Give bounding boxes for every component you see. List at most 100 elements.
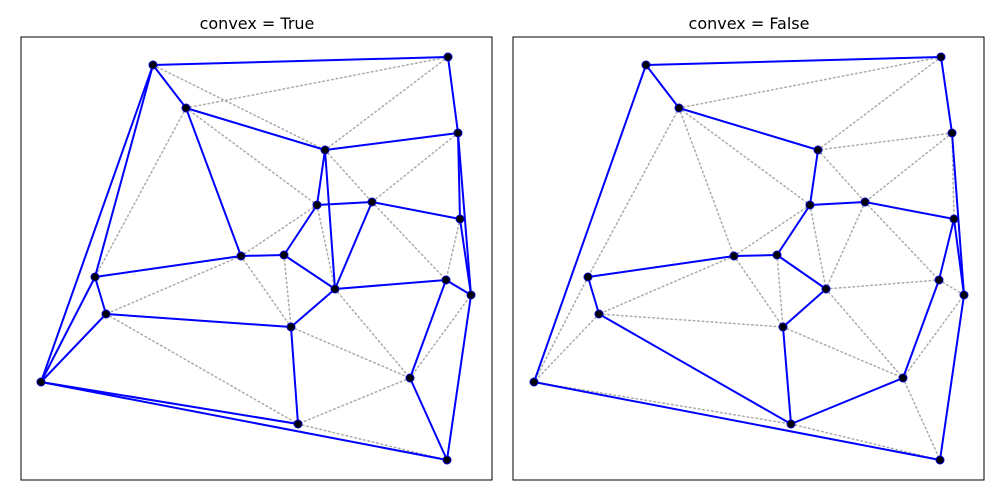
graph-node [367,197,377,207]
solid-edge [809,201,866,206]
solid-edge [94,276,107,315]
dotted-edge [817,56,942,151]
dotted-edge [371,132,459,203]
dotted-edge [445,218,461,281]
solid-edge [185,107,326,151]
solid-edge [290,326,299,425]
dotted-edge [790,423,941,461]
dotted-edge [587,107,680,278]
dotted-edge [290,326,411,379]
graph-node [441,275,451,285]
dotted-edge [864,201,940,281]
graph-node [148,60,158,70]
graph-node [236,251,246,261]
axes-frame [20,36,493,481]
dotted-edge [152,64,326,151]
graph-node [405,373,415,383]
solid-edge [782,326,792,425]
graph-node [101,309,111,319]
dotted-edge [733,204,811,257]
graph-node [455,214,465,224]
solid-edge-layer [40,56,472,461]
solid-edge [283,254,336,290]
dotted-edge [105,313,299,425]
graph-node [641,60,651,70]
axes-frame [512,36,985,481]
solid-edge [290,288,336,328]
dotted-edge [825,288,904,379]
graph-node [594,309,604,319]
graph-node [442,455,452,465]
graph-node [934,275,944,285]
solid-edge [953,218,965,296]
dotted-edge [598,313,784,328]
solid-edge [152,64,187,109]
dotted-edge [533,276,589,383]
graph-node [805,200,815,210]
dotted-edge [185,56,449,109]
graph-node [674,103,684,113]
panel-title: convex = True [200,14,315,33]
dotted-edge [678,107,811,206]
panel-convex-true: convex = True [20,14,493,481]
dotted-edge [283,254,292,328]
graph-node [466,290,476,300]
dotted-edge [782,326,904,379]
graph-node [90,272,100,282]
graph-node [936,52,946,62]
solid-edge [316,201,373,206]
graph-node [821,284,831,294]
dotted-edge [817,132,953,151]
dotted-edge [371,201,447,281]
graph-node [279,250,289,260]
graph-node [181,103,191,113]
graph-node [778,322,788,332]
graph-node [453,128,463,138]
solid-edge [94,255,242,278]
graph-node [293,419,303,429]
graph-node [772,250,782,260]
solid-edge [240,254,285,257]
solid-edge [185,107,242,257]
graph-node [786,419,796,429]
dotted-edge [533,381,792,425]
solid-edge [902,279,940,379]
solid-edge [864,201,955,220]
dotted-edge [409,294,472,379]
dotted-edge [240,204,318,257]
solid-edge [790,377,904,425]
solid-edge [324,149,336,290]
dotted-edge [324,56,449,151]
dotted-edge [185,107,318,206]
solid-edge [645,64,680,109]
dotted-edge [316,204,336,290]
solid-edge [951,132,965,296]
solid-edge [776,204,811,256]
dotted-edge [825,201,866,290]
dotted-edge-layer [533,56,965,461]
dotted-edge [105,255,242,315]
solid-edge [334,279,447,290]
dotted-edge [825,279,940,290]
dotted-edge [240,255,292,328]
solid-edge [40,381,448,461]
solid-edge [105,313,292,328]
panel-convex-false: convex = False [512,14,985,481]
solid-edge [459,218,472,296]
solid-edge [587,276,600,315]
dotted-edge [297,423,448,461]
graph-node [320,145,330,155]
solid-edge [316,149,326,206]
panel-title: convex = False [689,14,810,33]
dotted-edge [324,149,373,203]
graph-node [949,214,959,224]
graph-node [36,377,46,387]
solid-edge [40,381,299,425]
graph-node [529,377,539,387]
dotted-edge [94,107,187,278]
solid-edge [940,56,953,134]
solid-edge [40,313,107,383]
solid-edge [533,64,647,383]
graph-node [860,197,870,207]
